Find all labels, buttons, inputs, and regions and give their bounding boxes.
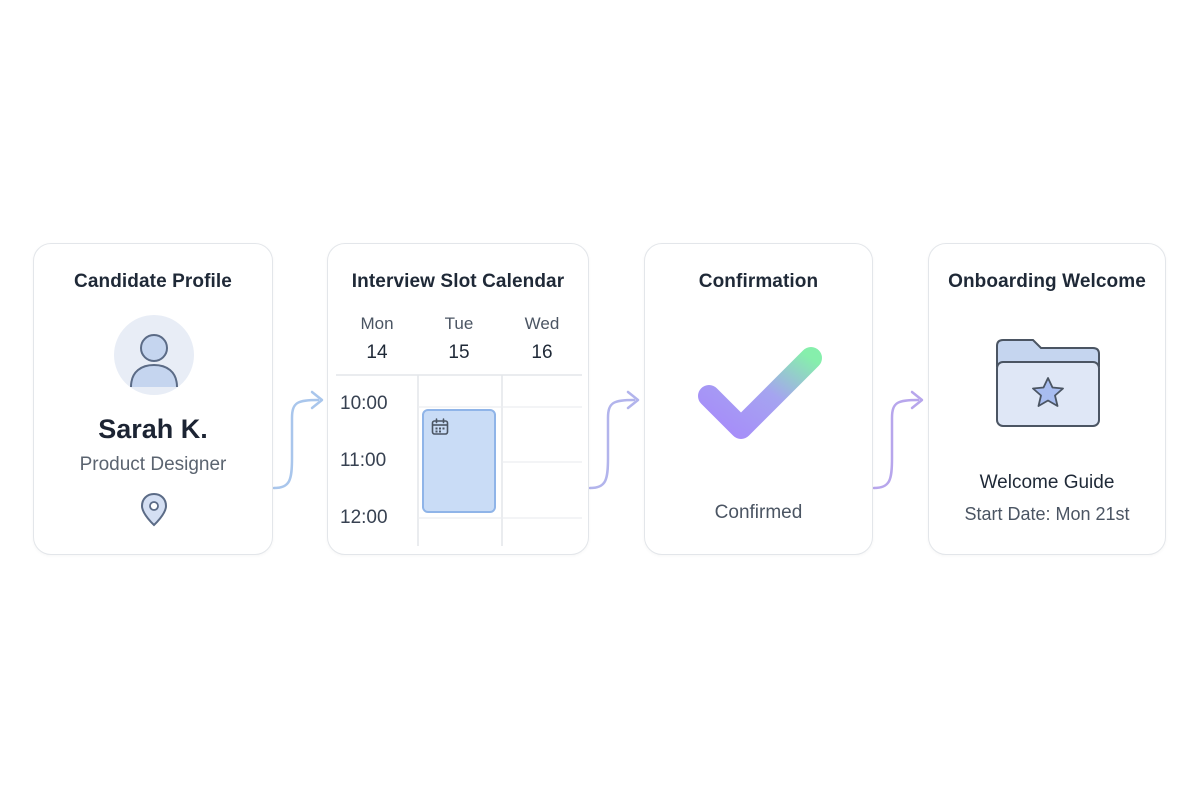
- hour-label: 11:00: [340, 450, 387, 471]
- day-name: Wed: [524, 314, 560, 333]
- interview-calendar-card[interactable]: Interview Slot Calendar Mon 14 Tue 15 We…: [327, 243, 589, 555]
- flow-arrow-1: [272, 390, 324, 490]
- flow-arrow-2: [588, 390, 640, 490]
- card-title: Candidate Profile: [74, 271, 232, 292]
- hour-label: 10:00: [340, 393, 388, 414]
- day-column-tue[interactable]: Tue 15: [419, 314, 499, 364]
- card-title: Interview Slot Calendar: [351, 271, 565, 292]
- hour-label: 12:00: [340, 507, 388, 528]
- card-title: Confirmation: [698, 271, 819, 292]
- candidate-role: Product Designer: [79, 454, 227, 475]
- day-name: Tue: [444, 314, 474, 333]
- welcome-guide-title: Welcome Guide: [979, 472, 1115, 493]
- location-pin-icon[interactable]: [140, 492, 168, 528]
- candidate-name: Sarah K.: [98, 414, 208, 444]
- confirmation-card[interactable]: Confirmation Confirmed: [644, 243, 873, 555]
- confirmation-status: Confirmed: [714, 502, 803, 523]
- day-number: 14: [366, 342, 388, 363]
- calendar-icon: [431, 418, 449, 435]
- card-title: Onboarding Welcome: [948, 271, 1146, 292]
- day-number: 15: [448, 342, 470, 363]
- day-number: 16: [531, 342, 553, 363]
- interview-slot[interactable]: [422, 409, 496, 513]
- day-name: Mon: [360, 314, 394, 333]
- start-date: Start Date: Mon 21st: [964, 504, 1130, 524]
- checkmark-icon: [698, 347, 822, 439]
- day-column-mon[interactable]: Mon 14: [337, 314, 417, 364]
- flow-arrow-3: [872, 390, 924, 490]
- user-avatar-icon: [114, 315, 194, 395]
- onboarding-welcome-card[interactable]: Onboarding Welcome Welcome Guide Start D…: [928, 243, 1166, 555]
- day-column-wed[interactable]: Wed 16: [502, 314, 582, 364]
- candidate-profile-card[interactable]: Candidate Profile Sarah K. Product Desig…: [33, 243, 273, 555]
- folder-star-icon[interactable]: [993, 336, 1103, 432]
